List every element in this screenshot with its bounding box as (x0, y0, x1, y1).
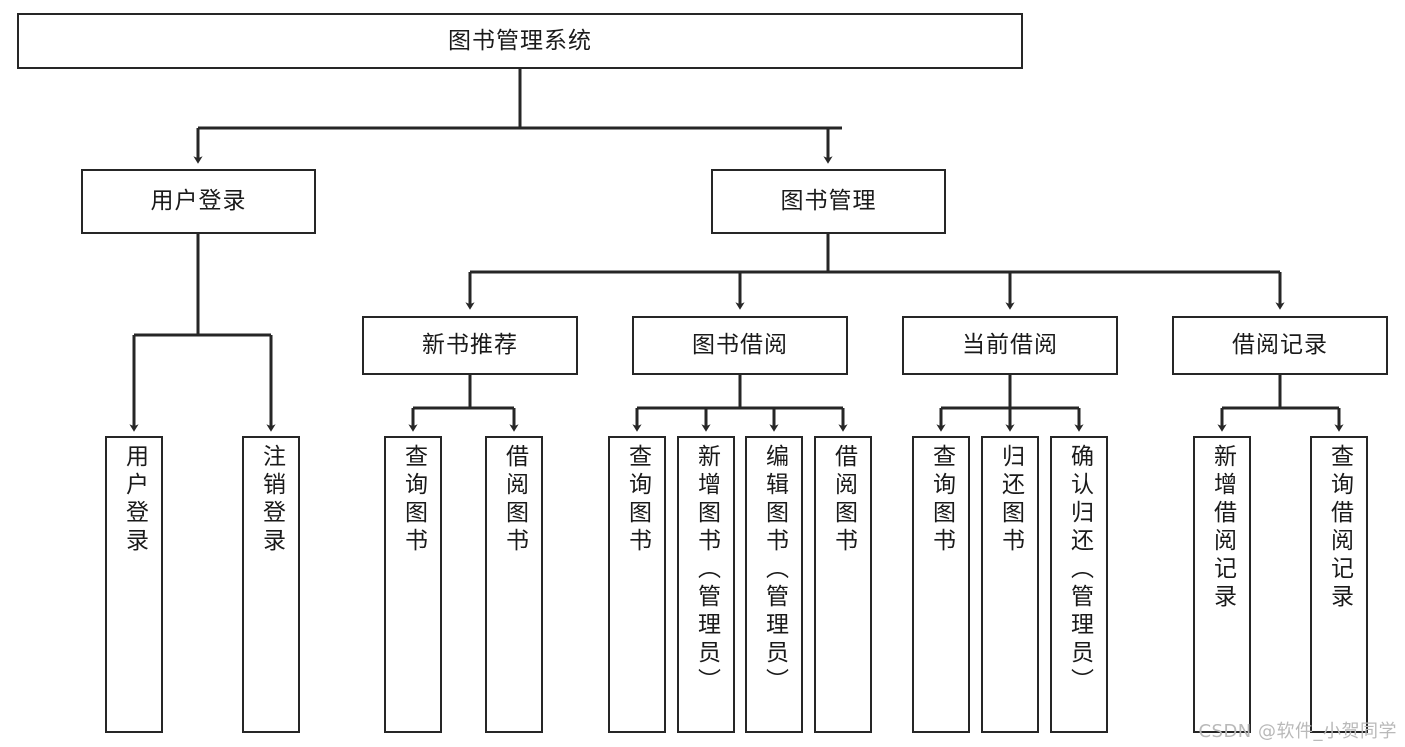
leaf-add-book-admin[interactable]: 新增图书（管理员） (677, 436, 735, 733)
node-label: 图书借阅 (692, 332, 788, 359)
node-label: 查询借阅记录 (1326, 444, 1353, 612)
node-user-login[interactable]: 用户登录 (81, 169, 316, 234)
leaf-borrow-book-recommend[interactable]: 借阅图书 (485, 436, 543, 733)
leaf-add-borrow-record[interactable]: 新增借阅记录 (1193, 436, 1251, 733)
leaf-user-login[interactable]: 用户登录 (105, 436, 163, 733)
watermark: CSDN @软件_小贺同学 (1198, 721, 1397, 742)
node-label: 图书管理系统 (448, 27, 592, 54)
leaf-query-book-current[interactable]: 查询图书 (912, 436, 970, 733)
leaf-query-book-borrow[interactable]: 查询图书 (608, 436, 666, 733)
node-label: 注销登录 (258, 444, 285, 556)
node-label: 当前借阅 (962, 332, 1058, 359)
node-label: 借阅图书 (830, 444, 857, 556)
node-label: 编辑图书（管理员） (761, 444, 788, 696)
node-book-borrow[interactable]: 图书借阅 (632, 316, 848, 375)
node-borrow-record[interactable]: 借阅记录 (1172, 316, 1388, 375)
node-label: 借阅记录 (1232, 332, 1328, 359)
node-current-borrow[interactable]: 当前借阅 (902, 316, 1118, 375)
leaf-borrow-book[interactable]: 借阅图书 (814, 436, 872, 733)
node-label: 查询图书 (624, 444, 651, 556)
node-label: 用户登录 (121, 444, 148, 556)
leaf-confirm-return-admin[interactable]: 确认归还（管理员） (1050, 436, 1108, 733)
node-label: 归还图书 (997, 444, 1024, 556)
node-label: 查询图书 (400, 444, 427, 556)
node-label: 新书推荐 (422, 332, 518, 359)
node-label: 确认归还（管理员） (1066, 444, 1093, 696)
node-label: 借阅图书 (501, 444, 528, 556)
node-new-book-recommend[interactable]: 新书推荐 (362, 316, 578, 375)
node-label: 查询图书 (928, 444, 955, 556)
node-label: 新增借阅记录 (1209, 444, 1236, 612)
node-label: 用户登录 (150, 188, 247, 215)
node-book-management-system[interactable]: 图书管理系统 (17, 13, 1023, 69)
leaf-query-borrow-record[interactable]: 查询借阅记录 (1310, 436, 1368, 733)
leaf-user-logout[interactable]: 注销登录 (242, 436, 300, 733)
leaf-edit-book-admin[interactable]: 编辑图书（管理员） (745, 436, 803, 733)
node-label: 新增图书（管理员） (693, 444, 720, 696)
leaf-return-book[interactable]: 归还图书 (981, 436, 1039, 733)
node-book-manage[interactable]: 图书管理 (711, 169, 946, 234)
leaf-query-book-recommend[interactable]: 查询图书 (384, 436, 442, 733)
node-label: 图书管理 (780, 188, 877, 215)
